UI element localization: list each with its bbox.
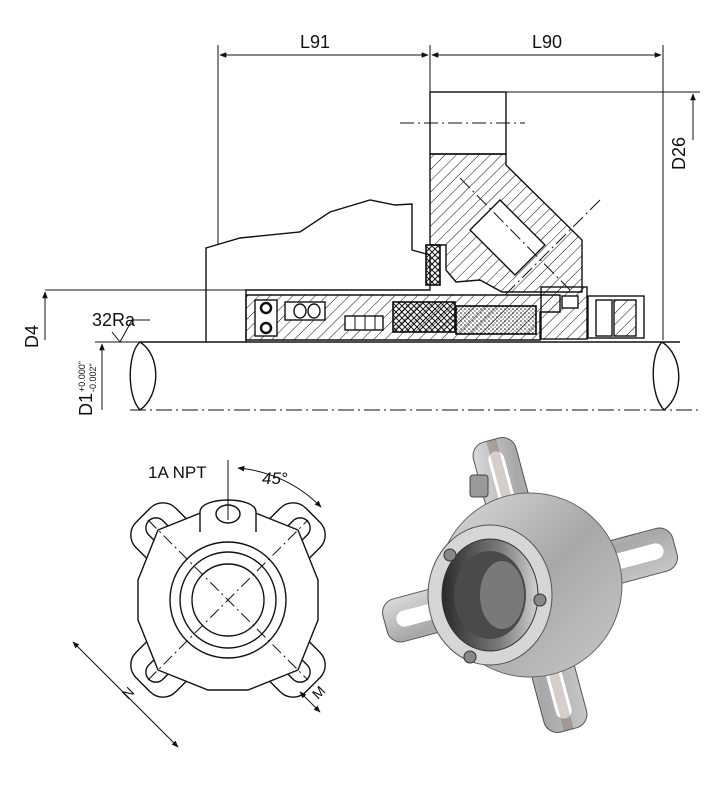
npt-port-label: 1A NPT <box>148 463 207 482</box>
d1-tol-minus: -0.002" <box>88 363 98 392</box>
seal-face <box>455 305 537 335</box>
roughness-label: 32Ra <box>92 310 136 330</box>
d1-tol-plus: +0.000" <box>77 361 87 392</box>
l90-label: L90 <box>532 32 562 52</box>
gasket <box>425 244 441 286</box>
drive-collar <box>540 286 588 340</box>
d1-label: D1 <box>76 393 96 416</box>
dim-n-label: N <box>119 684 137 702</box>
section-view <box>42 45 700 411</box>
housing-outline <box>205 199 431 342</box>
product-photo <box>382 437 678 733</box>
d26-label: D26 <box>669 137 689 170</box>
roughness-symbol <box>111 319 150 343</box>
l91-label: L91 <box>300 32 330 52</box>
packing <box>392 301 456 333</box>
d4-label: D4 <box>22 325 42 348</box>
flange-view <box>72 460 326 748</box>
angle-label: 45° <box>262 469 288 488</box>
